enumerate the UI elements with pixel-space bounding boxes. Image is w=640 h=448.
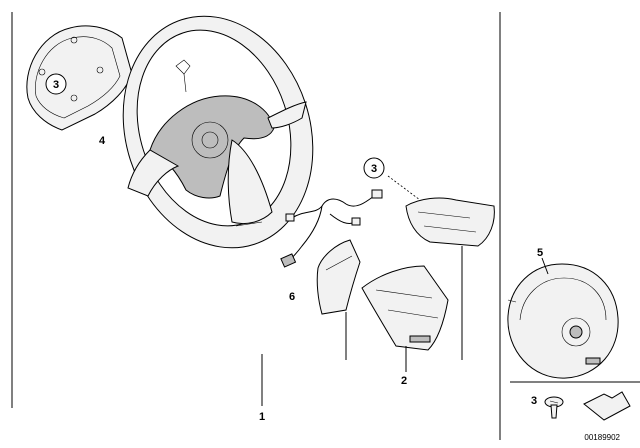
screw-part [544, 396, 564, 419]
direction-arrow-icon [583, 391, 631, 421]
switch-cover-part [405, 197, 495, 247]
callout-label-1: 1 [259, 411, 265, 423]
callout-label-2: 2 [401, 375, 407, 387]
dashed-pointer-line [387, 175, 421, 201]
left-lower-trim-part [316, 239, 361, 315]
wiring-harness-part [280, 189, 383, 268]
callout-label-3-switch: 3 [371, 163, 377, 175]
leader-line-part-5 [541, 257, 549, 275]
callout-label-6: 6 [289, 291, 295, 303]
callout-circle-3-switch [363, 157, 385, 179]
right-lower-trim-part [361, 265, 449, 351]
airbag-module-part [507, 263, 619, 379]
callout-label-3-cover: 3 [53, 79, 59, 91]
rear-cover-part [26, 25, 133, 131]
callout-circle-3-cover [45, 73, 67, 95]
callout-label-4: 4 [99, 135, 106, 147]
callout-label-5: 5 [537, 247, 543, 259]
callout-label-3-screw: 3 [531, 395, 537, 407]
steering-wheel-part [122, 15, 314, 249]
document-number: 00189902 [584, 433, 620, 442]
